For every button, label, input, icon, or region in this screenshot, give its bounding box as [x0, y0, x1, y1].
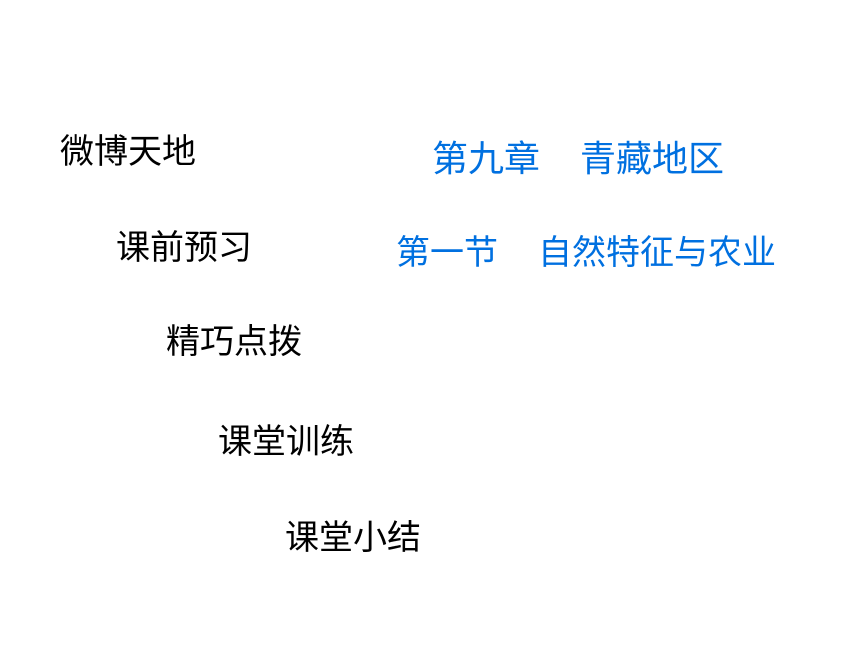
section-name: 自然特征与农业 — [538, 233, 776, 273]
nav-link-preview[interactable]: 课前预习 — [116, 228, 252, 268]
nav-link-class-summary[interactable]: 课堂小结 — [285, 518, 421, 558]
nav-link-key-points[interactable]: 精巧点拨 — [166, 322, 302, 362]
chapter-number: 第九章 — [432, 139, 541, 180]
nav-link-class-practice[interactable]: 课堂训练 — [218, 422, 354, 462]
chapter-name: 青藏地区 — [580, 139, 725, 180]
section-title: 第一节自然特征与农业 — [396, 232, 776, 274]
nav-link-weibo-tiandi[interactable]: 微博天地 — [60, 132, 196, 172]
chapter-title: 第九章青藏地区 — [432, 138, 724, 182]
section-number: 第一节 — [396, 233, 498, 273]
